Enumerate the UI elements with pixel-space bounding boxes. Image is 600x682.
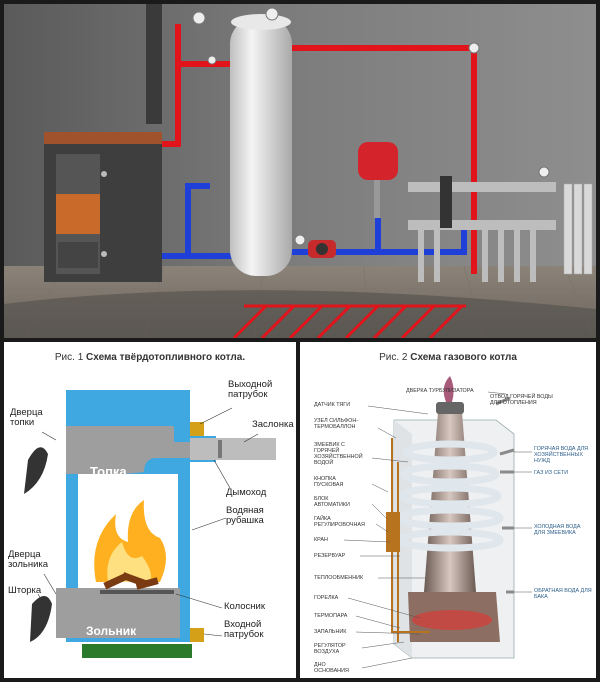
label-shutter: Шторка (8, 585, 42, 596)
label-turbulator-door: Дверка турбулизатора (406, 388, 474, 394)
smoke-plume (443, 376, 454, 402)
heating-system-svg (4, 4, 596, 338)
underfloor-heating-pipes (232, 304, 466, 338)
chimney-pipe (146, 4, 162, 124)
burner (412, 610, 492, 630)
circulation-pump (308, 240, 336, 258)
outlet-pipe-fitting (190, 422, 204, 436)
expansion-vessel (358, 142, 398, 218)
scheme1-drawing (24, 390, 276, 658)
scheme1-title-prefix: Рис. 1 (54, 352, 84, 363)
fire-core (107, 542, 151, 582)
firewood-logs (103, 572, 159, 590)
label-draft-sensor: Датчик тяги (314, 402, 351, 408)
manifold-outlets (418, 230, 536, 282)
label-start-button: Кнопка пусковая (314, 476, 344, 488)
label-bellows-node: Узел сильфон-термобаллон (314, 418, 359, 430)
label-gas-supply: Газ из сети (534, 470, 569, 476)
solid-fuel-boiler (44, 132, 162, 282)
firebox-chamber (56, 426, 190, 474)
grate-bars (100, 590, 174, 594)
cold-water-pipes (162, 183, 467, 259)
label-ash-pit: Зольник (86, 624, 137, 638)
scheme1-title-main: Схема твёрдотопливного котла. (86, 352, 246, 363)
label-outlet-pipe: Выходной патрубок (228, 379, 273, 400)
scheme2-leaders-right (487, 391, 532, 593)
solid-fuel-boiler-scheme: Рис. 1 Схема твёрдотопливного котла. (4, 342, 296, 678)
label-firebox: Топка (90, 464, 127, 479)
scheme1-leaders (37, 407, 259, 637)
label-cold-water-coil: Холодная вода для змеевика (534, 524, 581, 536)
label-burner: Горелка (314, 595, 339, 601)
label-return-water-tank: Обратная вода для бака (534, 588, 592, 600)
label-base-bottom: Дно основания (314, 662, 349, 674)
right-pipes (495, 396, 515, 594)
radiator (563, 183, 593, 275)
label-firebox-door: Дверца топки (10, 407, 43, 428)
label-valve: Кран (314, 537, 328, 543)
scheme2-title: Рис. 2 Схема газового котла (300, 352, 596, 363)
label-automation-block: Блок автоматики (314, 496, 350, 508)
manifold (408, 176, 556, 282)
label-grate: Колосник (224, 601, 266, 612)
boiler-legs (82, 644, 192, 658)
scheme2-title-main: Схема газового котла (410, 352, 517, 363)
storage-tank (230, 14, 292, 276)
label-chimney: Дымоход (226, 487, 267, 498)
label-ash-door: Дверца зольника (8, 549, 49, 570)
label-adjusting-nut: Гайка регулировочная (314, 516, 365, 528)
firebox-door-shape (24, 447, 48, 494)
label-water-jacket: Водяная рубашка (226, 505, 264, 526)
chimney-duct (190, 438, 276, 460)
gas-boiler-scheme: Рис. 2 Схема газового котла (300, 342, 596, 678)
label-coil: Змеевик с горячей хозяйственной водой (314, 442, 363, 466)
automation-block (386, 512, 400, 552)
damper-plate (218, 440, 222, 458)
scheme2-title-prefix: Рис. 2 (379, 352, 408, 363)
scheme2-leaders-left (343, 405, 429, 669)
label-pilot: Запальник (314, 629, 347, 635)
label-inlet-pipe: Входной патрубок (224, 619, 264, 640)
ash-chamber (56, 588, 180, 638)
label-thermocouple: Термопара (314, 613, 348, 619)
scheme2-drawing (343, 376, 532, 669)
scheme1-title: Рис. 1 Схема твёрдотопливного котла. (4, 352, 296, 363)
label-reservoir: Резервуар (314, 553, 346, 559)
label-hot-water-heating-outlet: Отвод горячей воды для отопления (490, 394, 553, 406)
turbulator-door (436, 402, 464, 414)
ash-door-shape (30, 596, 52, 642)
label-domestic-hot-water: Горячая вода для хозяйственных нужд (534, 446, 589, 464)
gauges (192, 7, 550, 246)
label-heat-exchanger: Теплообменник (314, 575, 364, 581)
label-damper: Заслонка (252, 419, 294, 430)
floor-cut-shadow (4, 290, 596, 338)
heating-system-illustration (4, 4, 596, 338)
inlet-pipe-fitting (190, 628, 204, 642)
label-air-regulator: Регулятор воздуха (314, 643, 346, 655)
